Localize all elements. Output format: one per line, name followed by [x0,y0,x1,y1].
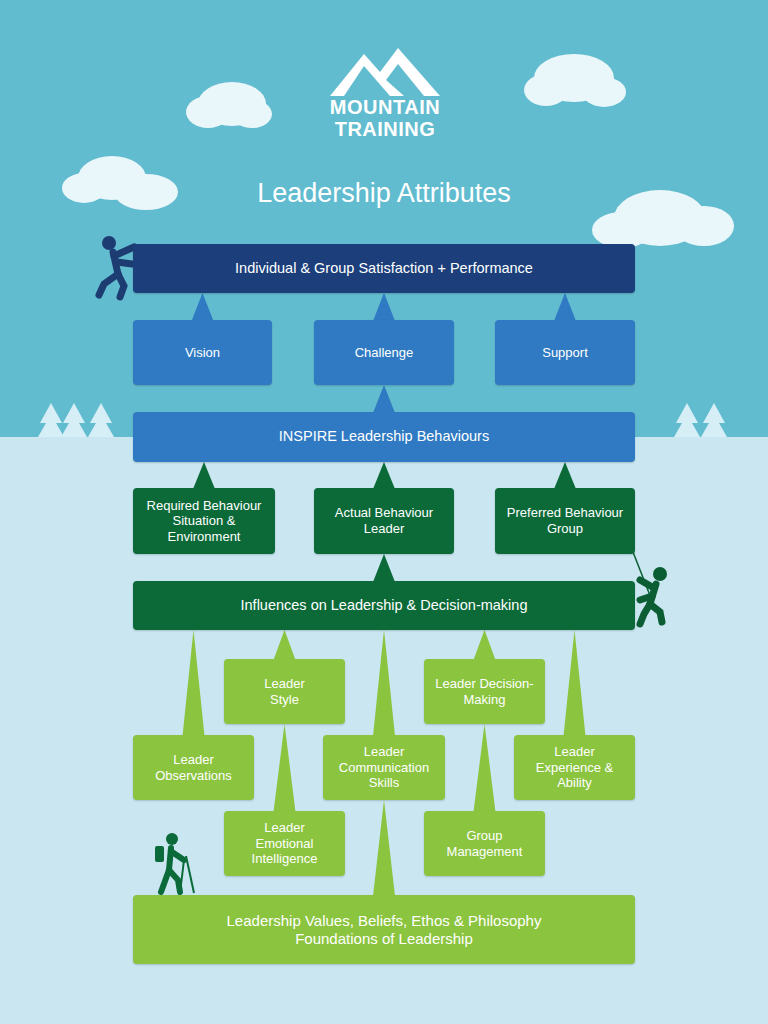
diagram-title: Leadership Attributes [257,178,511,209]
climber-arm [117,262,132,264]
tier-band: Individual & Group Satisfaction + Perfor… [133,244,635,293]
pointer-arrow [554,293,576,321]
backpack [155,846,164,862]
cloud [674,206,734,246]
box-label: INSPIRE Leadership Behaviours [279,428,489,445]
tree [61,403,87,437]
pointer-arrow [474,630,496,660]
climber-leg [99,274,118,295]
cloud [232,100,272,128]
attribute-box: Leader Observations [133,735,254,800]
pointer-arrow [274,724,296,812]
tree [674,403,700,437]
attribute-box: Support [495,320,635,385]
climber-leg [640,604,650,624]
attribute-box: Leader Decision-Making [424,659,545,724]
box-label: Required Behaviour Situation & Environme… [139,498,269,545]
pointer-arrow [554,462,576,489]
attribute-box: Vision [133,320,272,385]
cloud [592,212,652,248]
pointer-arrow [373,630,395,736]
attribute-box: Leader Communication Skills [323,735,445,800]
hiker-head [166,833,178,845]
attribute-box: Actual Behaviour Leader [314,488,454,554]
attribute-box: Leader Experience & Ability [514,735,635,800]
hiking-pole [180,860,184,893]
box-label: Leader Decision-Making [431,676,539,707]
tree [38,403,64,437]
box-label: Preferred Behaviour Group [500,505,630,536]
tier-band: Influences on Leadership & Decision-maki… [133,581,635,630]
attribute-box: Challenge [314,320,454,385]
cloud [114,174,178,210]
box-label: Leader Experience & Ability [530,744,620,791]
pointer-arrow [274,630,296,660]
box-label: Vision [185,345,220,361]
pointer-arrow [373,462,395,489]
climber-leg [118,274,124,297]
hiker-arm [172,852,184,860]
box-label: Influences on Leadership & Decision-maki… [241,597,528,614]
sky [0,0,768,437]
box-label: Individual & Group Satisfaction + Perfor… [235,260,533,277]
tree [88,403,114,437]
climber-head [653,567,667,581]
climber-arm [114,247,134,256]
hiker-leg [161,870,169,892]
pointer-arrow [373,800,395,896]
box-label: Leader Emotional Intelligence [240,820,330,867]
tier-band: INSPIRE Leadership Behaviours [133,412,635,462]
cloud [186,96,230,128]
ground [0,437,768,1024]
pointer-arrow [474,724,496,812]
attribute-box: Leader Emotional Intelligence [224,811,345,876]
cloud [524,74,568,106]
pointer-arrow [183,630,205,736]
logo-mark [330,48,440,96]
pointer-arrow [193,462,215,489]
logo-text: TRAINING [335,118,436,141]
climber-arm [640,580,654,588]
attribute-box: Preferred Behaviour Group [495,488,635,554]
pointer-arrow [564,630,586,736]
attribute-box: Leader Style [224,659,345,724]
box-label: Support [542,345,588,361]
tier-band: Leadership Values, Beliefs, Ethos & Phil… [133,895,635,964]
climber-arm [640,596,652,600]
tree [701,403,727,437]
attribute-box: Group Management [424,811,545,876]
hiking-pole [186,856,194,893]
box-label: Leader Communication Skills [329,744,439,791]
box-label: Leader Style [255,676,315,707]
hiker-leg [169,870,180,892]
climber-head [102,236,116,250]
box-label: Actual Behaviour Leader [322,505,447,536]
attribute-box: Required Behaviour Situation & Environme… [133,488,275,554]
box-label: Leadership Values, Beliefs, Ethos & Phil… [194,912,574,948]
pointer-arrow [373,293,395,321]
box-label: Group Management [440,828,530,859]
pointer-arrow [373,554,395,582]
rope [633,552,651,598]
pointer-arrow [192,293,214,321]
pointer-arrow [373,385,395,413]
logo-text: MOUNTAIN [330,96,440,119]
box-label: Challenge [355,345,414,361]
box-label: Leader Observations [146,752,241,783]
cloud [62,173,106,203]
cloud [582,77,626,107]
